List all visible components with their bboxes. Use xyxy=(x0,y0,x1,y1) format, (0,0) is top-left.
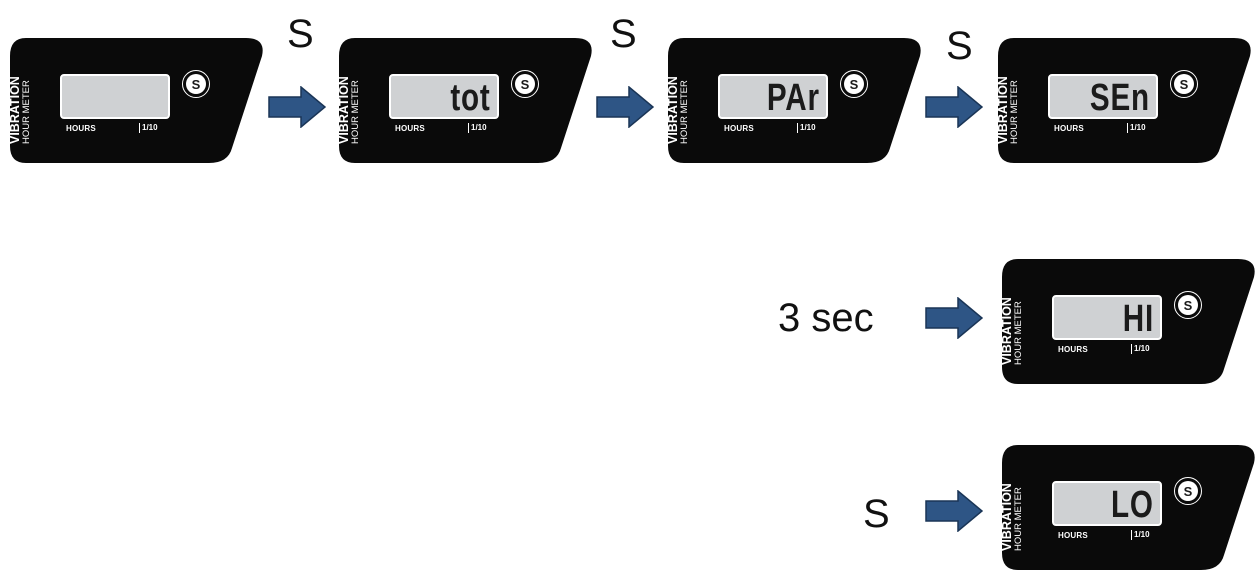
step-label-3-sec: 3 sec xyxy=(778,296,874,340)
hour-meter-device: VIBRATION HOUR METER tot HOURS 1/10 S xyxy=(333,38,595,163)
brand-hour-meter: HOUR METER xyxy=(1013,487,1024,551)
step-label-s-4: S xyxy=(863,492,890,536)
s-button[interactable]: S xyxy=(511,70,539,98)
tenth-label: 1/10 xyxy=(468,123,487,133)
brand-hour-meter: HOUR METER xyxy=(21,80,32,144)
brand-vibration: VIBRATION xyxy=(996,76,1010,144)
brand-vibration: VIBRATION xyxy=(1000,297,1014,365)
lcd-value: SEn xyxy=(1090,77,1150,119)
s-button-label: S xyxy=(1178,481,1198,501)
lcd-value: LO xyxy=(1111,484,1154,526)
right-arrow-icon xyxy=(925,85,984,129)
brand-hour-meter: HOUR METER xyxy=(1013,301,1024,365)
lcd-display: LO xyxy=(1052,481,1162,526)
tenth-label: 1/10 xyxy=(1127,123,1146,133)
right-arrow-icon xyxy=(268,85,327,129)
hours-label: HOURS xyxy=(1054,124,1084,133)
s-button[interactable]: S xyxy=(182,70,210,98)
brand-vibration: VIBRATION xyxy=(337,76,351,144)
hours-label: HOURS xyxy=(1058,345,1088,354)
hour-meter-device: VIBRATION HOUR METER HI HOURS 1/10 S xyxy=(996,259,1258,384)
device-brand-text: VIBRATION HOUR METER xyxy=(8,56,32,146)
tenth-label: 1/10 xyxy=(1131,530,1150,540)
lcd-display: tot xyxy=(389,74,499,119)
lcd-value: PAr xyxy=(767,77,820,119)
hour-meter-device: VIBRATION HOUR METER LO HOURS 1/10 S xyxy=(996,445,1258,570)
s-button-label: S xyxy=(844,74,864,94)
tenth-label: 1/10 xyxy=(1131,344,1150,354)
step-label-s-1: S xyxy=(287,12,314,56)
device-brand-text: VIBRATION HOUR METER xyxy=(666,56,690,146)
brand-hour-meter: HOUR METER xyxy=(1009,80,1020,144)
device-brand-text: VIBRATION HOUR METER xyxy=(1000,463,1024,553)
hours-label: HOURS xyxy=(724,124,754,133)
hours-label: HOURS xyxy=(66,124,96,133)
brand-hour-meter: HOUR METER xyxy=(350,80,361,144)
right-arrow-icon xyxy=(925,296,984,340)
step-label-s-3: S xyxy=(946,24,973,68)
brand-hour-meter: HOUR METER xyxy=(679,80,690,144)
s-button[interactable]: S xyxy=(840,70,868,98)
device-brand-text: VIBRATION HOUR METER xyxy=(1000,277,1024,367)
lcd-value: tot xyxy=(450,77,491,119)
lcd-display: SEn xyxy=(1048,74,1158,119)
right-arrow-icon xyxy=(925,489,984,533)
hour-meter-device: VIBRATION HOUR METER SEn HOURS 1/10 S xyxy=(992,38,1254,163)
hours-label: HOURS xyxy=(395,124,425,133)
lcd-display: PAr xyxy=(718,74,828,119)
s-button[interactable]: S xyxy=(1174,291,1202,319)
tenth-label: 1/10 xyxy=(797,123,816,133)
device-brand-text: VIBRATION HOUR METER xyxy=(337,56,361,146)
hour-meter-device: VIBRATION HOUR METER PAr HOURS 1/10 S xyxy=(662,38,924,163)
s-button[interactable]: S xyxy=(1174,477,1202,505)
s-button-label: S xyxy=(515,74,535,94)
lcd-value: HI xyxy=(1122,298,1154,340)
hour-meter-device: VIBRATION HOUR METER HOURS 1/10 S xyxy=(4,38,266,163)
hours-label: HOURS xyxy=(1058,531,1088,540)
s-button[interactable]: S xyxy=(1170,70,1198,98)
right-arrow-icon xyxy=(596,85,655,129)
brand-vibration: VIBRATION xyxy=(1000,483,1014,551)
device-brand-text: VIBRATION HOUR METER xyxy=(996,56,1020,146)
brand-vibration: VIBRATION xyxy=(666,76,680,144)
lcd-display xyxy=(60,74,170,119)
lcd-display: HI xyxy=(1052,295,1162,340)
s-button-label: S xyxy=(1178,295,1198,315)
brand-vibration: VIBRATION xyxy=(8,76,22,144)
s-button-label: S xyxy=(1174,74,1194,94)
tenth-label: 1/10 xyxy=(139,123,158,133)
s-button-label: S xyxy=(186,74,206,94)
step-label-s-2: S xyxy=(610,12,637,56)
